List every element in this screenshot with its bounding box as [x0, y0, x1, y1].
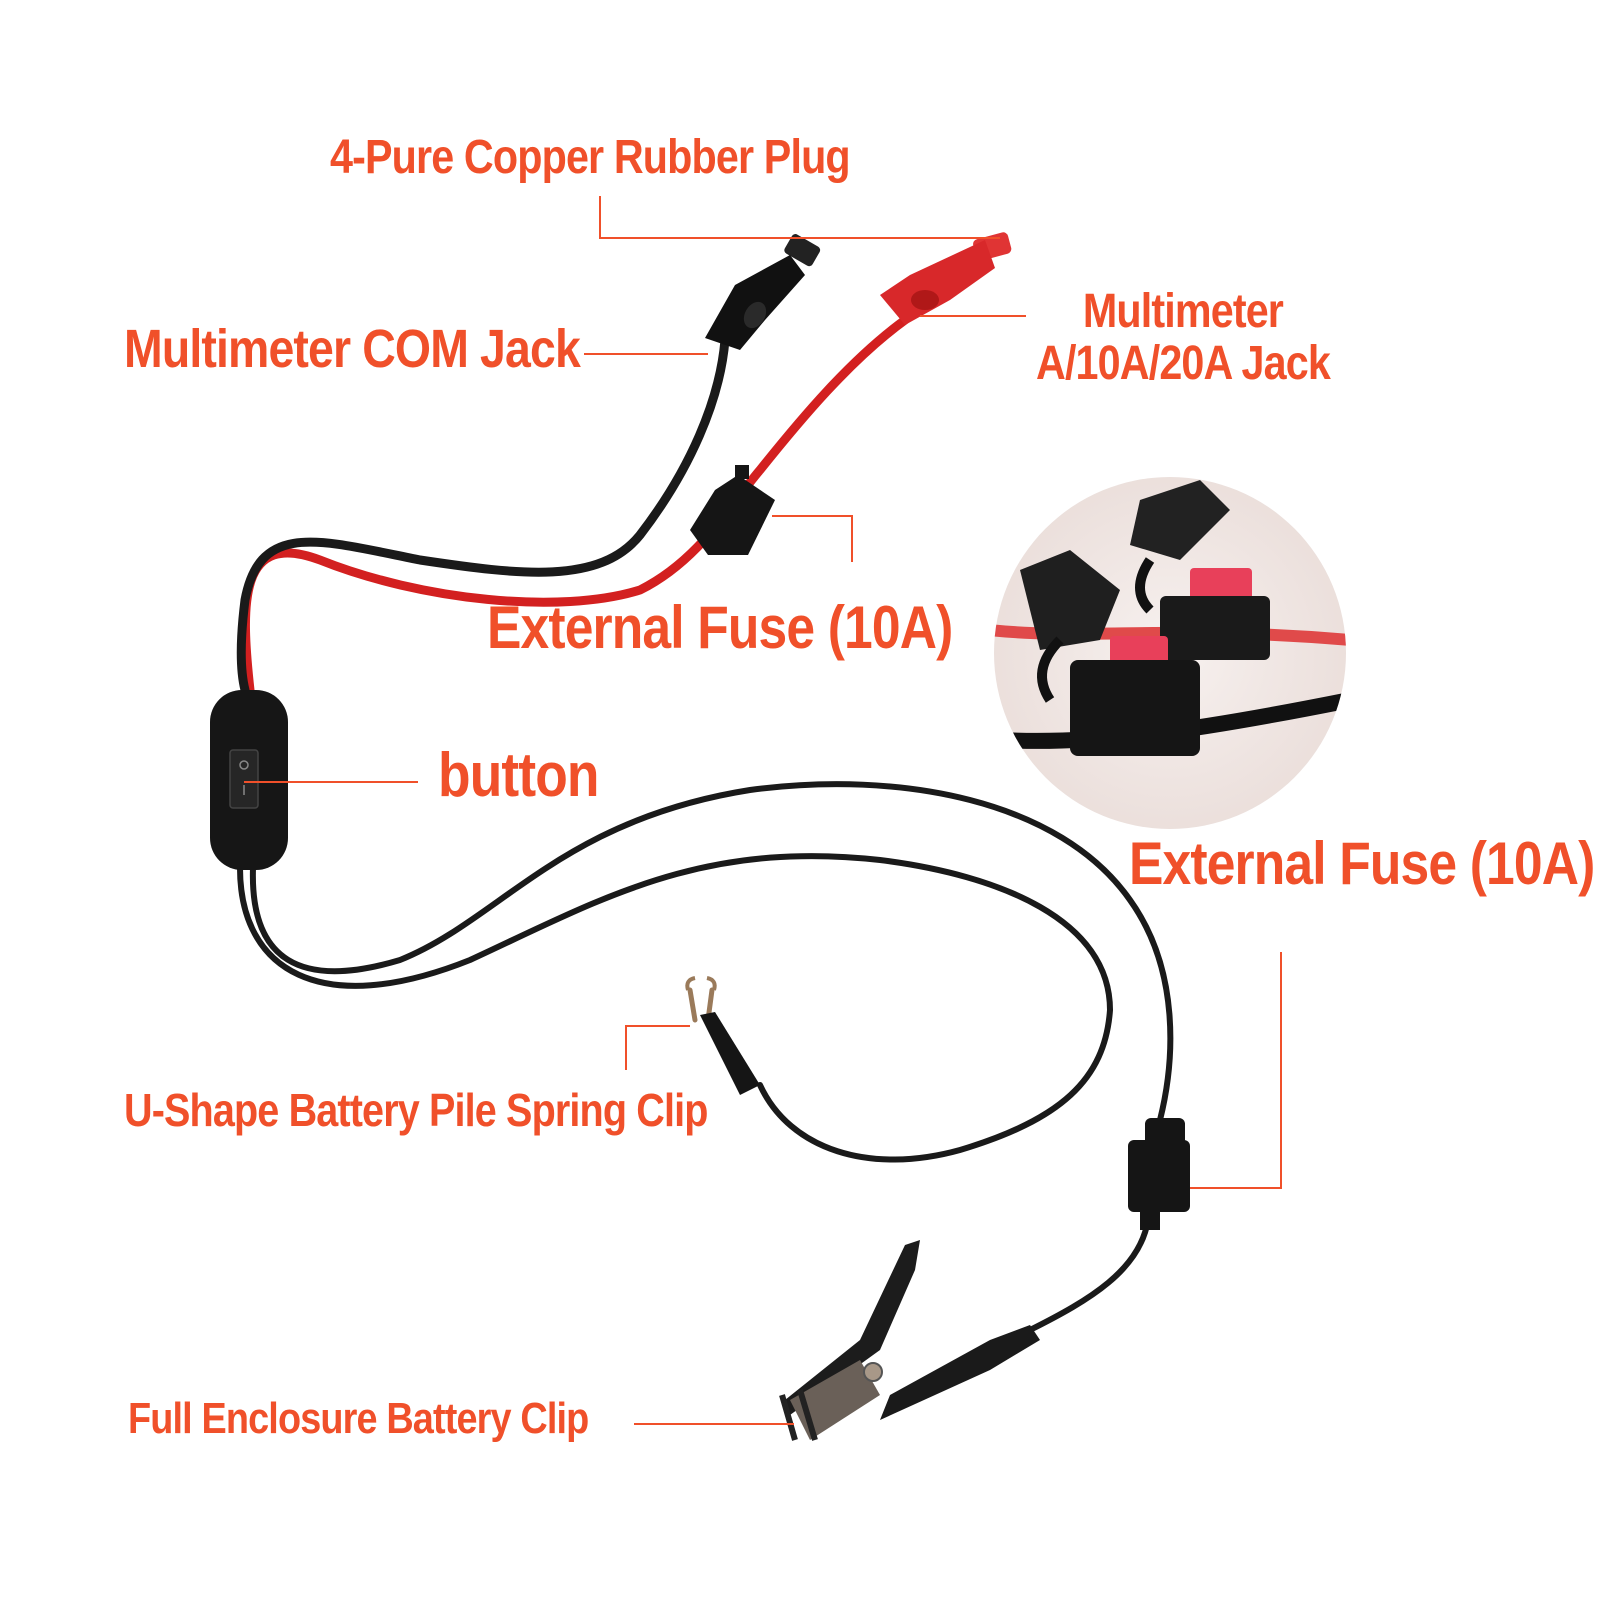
label-meter-jack-line1: Multimeter: [1082, 285, 1284, 338]
upper-fuse-holder: [690, 465, 775, 555]
rocker-switch: [210, 690, 288, 870]
leader-u-shape-clip: [625, 1025, 690, 1070]
red-banana-plug: [880, 232, 1012, 325]
label-meter-jack: Multimeter A/10A/20A Jack: [1036, 285, 1331, 390]
black-wire-lower-1: [249, 781, 1174, 1123]
leader-fuse-bottom: [1190, 952, 1282, 1189]
leader-fuse-top: [772, 515, 853, 562]
label-fuse-top: External Fuse (10A): [487, 594, 953, 661]
label-meter-jack-line2: A/10A/20A Jack: [1036, 337, 1331, 390]
label-com-jack: Multimeter COM Jack: [124, 319, 581, 379]
black-wire-com: [236, 335, 730, 695]
zoomed-fuse-detail: [994, 477, 1346, 829]
lower-fuse-holder: [1128, 1118, 1190, 1230]
black-wire-to-clip: [1027, 1217, 1151, 1333]
black-wire-lower-2: [237, 853, 1114, 1163]
label-rubber-plug: 4-Pure Copper Rubber Plug: [330, 131, 851, 184]
leader-lines: [244, 196, 1282, 1425]
battery-alligator-clip: [779, 1240, 1040, 1441]
black-banana-plug: [705, 234, 821, 350]
label-button: button: [438, 741, 599, 810]
label-fuse-bottom: External Fuse (10A): [1129, 830, 1595, 897]
leader-rubber-plug: [599, 196, 1000, 239]
u-shape-spring-clip: [685, 976, 760, 1095]
label-u-shape-clip: U-Shape Battery Pile Spring Clip: [124, 1084, 708, 1136]
label-battery-clip: Full Enclosure Battery Clip: [128, 1394, 589, 1443]
